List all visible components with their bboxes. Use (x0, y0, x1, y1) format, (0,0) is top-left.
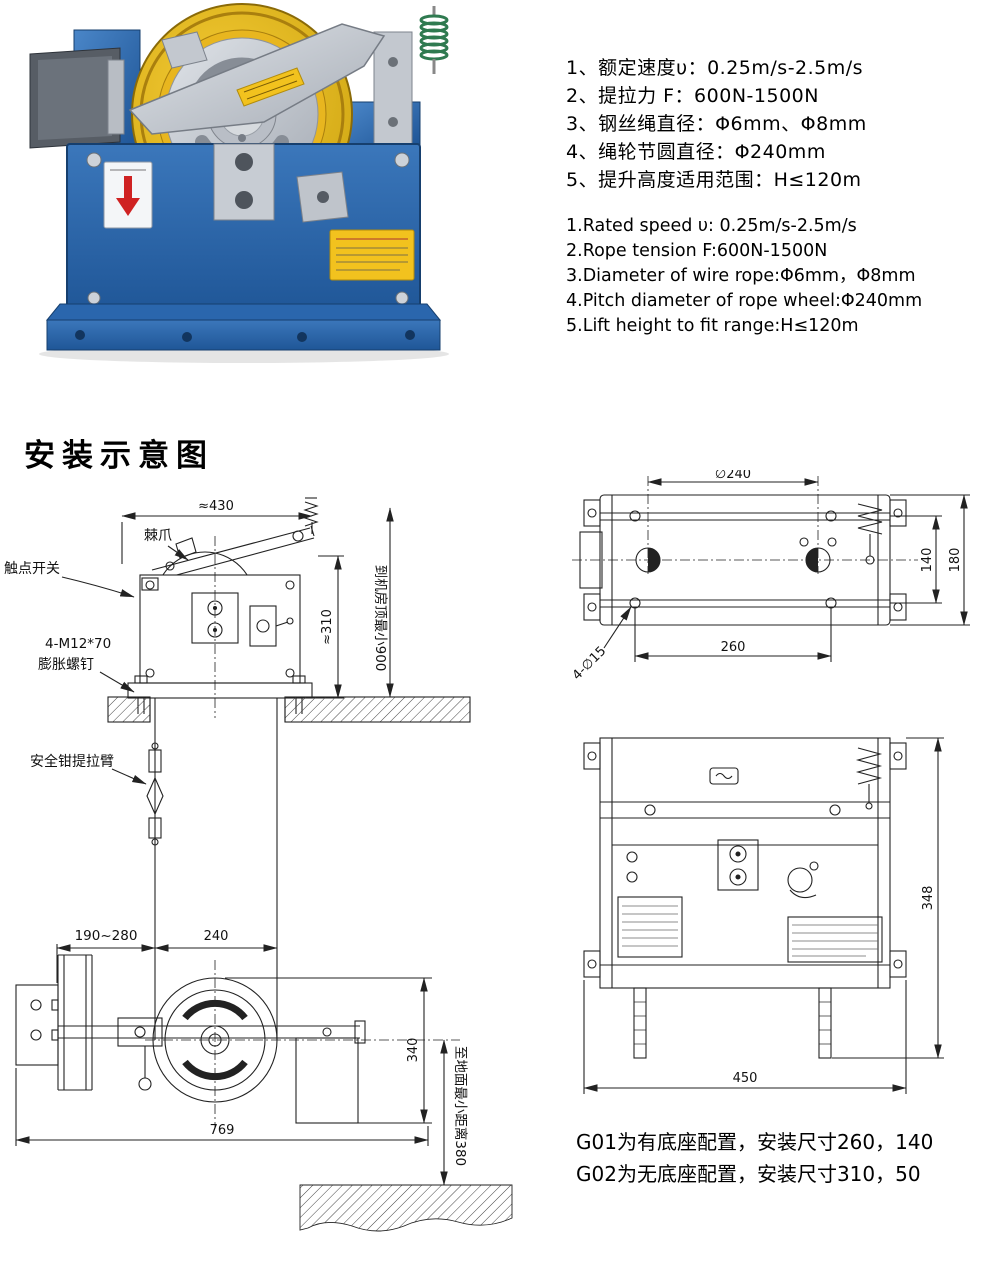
product-photo (29, 3, 449, 363)
label-safety-gear-arm: 安全钳提拉臂 (30, 753, 114, 770)
top-view-body (572, 476, 918, 626)
note-line: G01为有底座配置，安装尺寸260，140 (576, 1130, 934, 1154)
spec-en-line: 5.Lift height to fit range:H≤120m (566, 316, 859, 336)
dim-to-ceiling: 到机房顶最小900 (372, 565, 388, 672)
top-view-drawing: ∅240 140 180 260 4-∅15 (570, 470, 970, 683)
spring-top-view (857, 503, 883, 535)
specs-chinese: 1、额定速度υ：0.25m/s-2.5m/s 2、提拉力 F：600N-1500… (566, 54, 867, 194)
spec-cn-line: 4、绳轮节圆直径：Φ240mm (566, 141, 826, 163)
tension-wheel (145, 960, 460, 1128)
spec-en-line: 2.Rope tension F:600N-1500N (566, 241, 828, 261)
photo-illustration (29, 3, 449, 363)
dim-height-348: 348 (921, 886, 936, 911)
spec-en-line: 4.Pitch diameter of rope wheel:Φ240mm (566, 291, 923, 311)
safety-arm-fittings (146, 742, 164, 846)
tension-arm (58, 1017, 366, 1124)
label-expansion-screw: 膨胀螺钉 (38, 656, 94, 673)
spec-cn-line: 2、提拉力 F：600N-1500N (566, 85, 819, 107)
label-mount-holes: 4-∅15 (570, 644, 609, 683)
spring-front-view (855, 747, 883, 785)
caution-label-drawing (787, 916, 883, 963)
nameplate (617, 896, 683, 958)
dim-overall: 769 (210, 1123, 235, 1138)
tension-spring (419, 6, 449, 74)
lever-support-bracket (373, 31, 413, 155)
front-view-body (583, 737, 907, 1059)
dim-rope-span: 240 (204, 929, 229, 944)
front-view-drawing: 348 450 (583, 737, 944, 1094)
label-pawl: 棘爪 (144, 528, 172, 544)
dim-pitch-diameter: ∅240 (715, 470, 751, 482)
dim-hole-spacing-h: 260 (721, 640, 746, 655)
spec-en-line: 3.Diameter of wire rope:Φ6mm，Φ8mm (566, 266, 916, 286)
housing-front (66, 143, 421, 315)
rail-bracket (15, 984, 59, 1066)
dim-rail-to-rope: 190~280 (75, 928, 138, 944)
brake-lever-arm (128, 23, 386, 135)
spec-cn-line: 1、额定速度υ：0.25m/s-2.5m/s (566, 57, 864, 79)
dim-height-310: ≈310 (320, 609, 335, 645)
note-line: G02为无底座配置，安装尺寸310，50 (576, 1162, 921, 1186)
dim-to-floor: 至地面最小距离380 (452, 1046, 469, 1166)
installation-drawing: ≈430 (4, 497, 513, 1232)
spec-en-line: 1.Rated speed υ: 0.25m/s-2.5m/s (566, 216, 857, 236)
spec-cn-line: 5、提升高度适用范围：H≤120m (566, 169, 862, 191)
label-contact-switch: 触点开关 (4, 561, 60, 577)
dim-hole-spacing-v: 140 (920, 548, 935, 573)
ground-hatch (299, 1184, 513, 1232)
guide-rail (57, 954, 93, 1091)
base-plate (39, 303, 449, 363)
pawl-mechanism (161, 31, 208, 69)
spec-cn-line: 3、钢丝绳直径：Φ6mm、Φ8mm (566, 113, 867, 135)
specs-english: 1.Rated speed υ: 0.25m/s-2.5m/s 2.Rope t… (566, 214, 922, 339)
label-anchor-bolt: 4-M12*70 (45, 636, 111, 652)
dim-depth: 180 (948, 548, 963, 573)
slab-hatch (107, 696, 471, 723)
down-arrow (116, 198, 140, 216)
dim-tension-height: 340 (406, 1038, 421, 1063)
dim-width-450: 450 (733, 1071, 758, 1086)
config-notes: G01为有底座配置，安装尺寸260，140 G02为无底座配置，安装尺寸310，… (576, 1126, 933, 1190)
section-title: 安装示意图 (24, 438, 214, 474)
dim-top-width: ≈430 (198, 499, 234, 514)
